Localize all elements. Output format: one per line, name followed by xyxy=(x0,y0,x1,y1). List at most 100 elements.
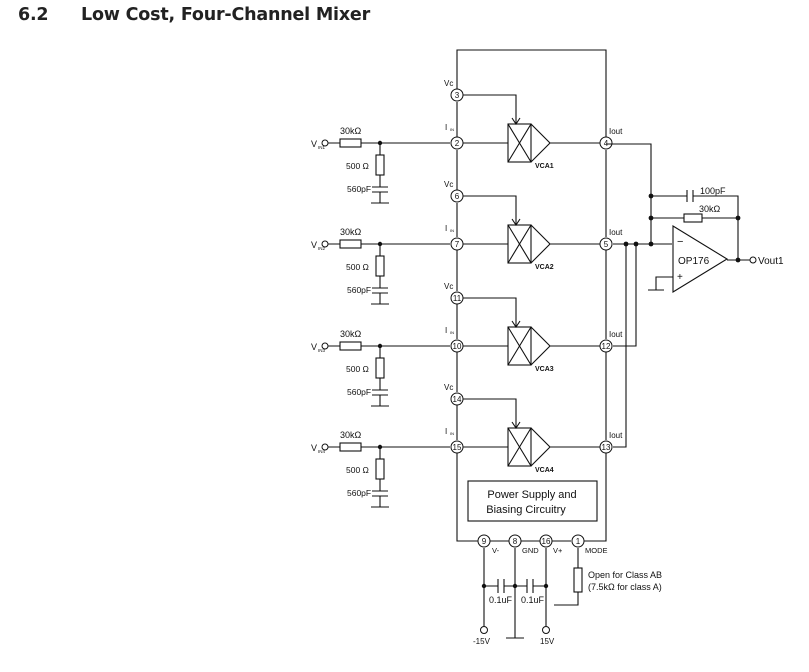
iin-label: I xyxy=(445,123,447,132)
power-block-line1: Power Supply and xyxy=(487,489,576,501)
vca-box xyxy=(507,123,532,163)
junction-dot xyxy=(481,583,487,589)
shunt-resistor-label: 500 Ω xyxy=(346,161,369,171)
vc-pin-number: 6 xyxy=(455,192,460,201)
vca-cross xyxy=(507,326,532,366)
section-title: Low Cost, Four-Channel Mixer xyxy=(81,5,371,25)
junction-dot xyxy=(648,215,654,221)
input-resistor xyxy=(339,341,362,351)
bus-wire-4 xyxy=(613,244,627,448)
opamp-name: OP176 xyxy=(678,256,710,267)
bottom-pin-number: 9 xyxy=(482,537,487,546)
pos-supply-terminal xyxy=(542,626,550,634)
input-resistor xyxy=(339,442,362,452)
shunt-resistor xyxy=(375,255,385,277)
neg-supply-terminal xyxy=(480,626,488,634)
vca-triangle xyxy=(530,427,551,467)
pos-supply-label: 15V xyxy=(540,637,555,646)
bottom-pin xyxy=(539,534,553,548)
section-heading: 6.2 Low Cost, Four-Channel Mixer xyxy=(18,5,370,25)
bottom-pin xyxy=(571,534,585,548)
bottom-pin-label: V- xyxy=(492,546,500,555)
vin-subscript: IN2 xyxy=(318,246,326,251)
vin-subscript: IN3 xyxy=(318,348,326,353)
output-pin-number: 13 xyxy=(602,443,611,452)
power-block-line2: Biasing Circuitry xyxy=(486,504,566,516)
input-resistor-label: 30kΩ xyxy=(340,227,362,237)
vca-triangle xyxy=(530,224,551,264)
opamp-triangle xyxy=(672,225,729,293)
cap2-label: 0.1uF xyxy=(521,595,545,605)
vca-cross xyxy=(507,427,532,467)
vca-label: VCA4 xyxy=(535,467,554,474)
iin-label: I xyxy=(445,224,447,233)
vca-box xyxy=(507,326,532,366)
iout-label: Iout xyxy=(609,127,623,136)
control-wire xyxy=(463,195,517,224)
shunt-resistor xyxy=(375,154,385,176)
input-resistor-label: 30kΩ xyxy=(340,430,362,440)
vin-subscript: IN1 xyxy=(318,145,326,150)
control-wire xyxy=(463,297,517,326)
cap1-label: 0.1uF xyxy=(489,595,513,605)
opamp-ground xyxy=(648,276,673,291)
feedback-cap-wire xyxy=(651,195,739,260)
vca-triangle xyxy=(530,123,551,163)
junction-dot xyxy=(633,241,639,247)
power-supply-block xyxy=(467,480,598,522)
mode-resistor xyxy=(573,567,583,593)
junction-dot xyxy=(735,215,741,221)
input-pin-number: 2 xyxy=(455,139,460,148)
vca-cross xyxy=(507,123,532,163)
left-rail xyxy=(456,102,480,542)
capacitor-label: 560pF xyxy=(347,184,371,194)
vca-label: VCA3 xyxy=(535,366,554,373)
iin-label: I xyxy=(445,326,447,335)
opamp-plus: + xyxy=(677,272,683,283)
shunt-network xyxy=(371,346,389,407)
feedback-capacitor xyxy=(686,190,694,202)
shunt-network xyxy=(371,143,389,204)
vout-terminal xyxy=(749,256,757,264)
bottom-pin-number: 8 xyxy=(513,537,518,546)
iout-label: Iout xyxy=(609,228,623,237)
junction-dot xyxy=(543,583,549,589)
vca-box xyxy=(507,427,532,467)
junction-dot xyxy=(512,583,518,589)
bottom-pin-label: MODE xyxy=(585,546,608,555)
bottom-pin-number: 1 xyxy=(576,537,581,546)
input-pin-number: 15 xyxy=(453,443,462,452)
vca-label: VCA2 xyxy=(535,264,554,271)
iin-subscript: IN xyxy=(450,228,454,233)
top-wire xyxy=(456,49,607,143)
iin-subscript: IN xyxy=(450,127,454,132)
section-number: 6.2 xyxy=(18,5,49,25)
vin-label: V xyxy=(311,342,317,352)
vout-label: Vout1 xyxy=(758,256,784,267)
vca-cross xyxy=(507,224,532,264)
decoupling-capacitors xyxy=(497,579,534,593)
vc-pin-number: 11 xyxy=(453,294,462,303)
vca-label: VCA1 xyxy=(535,163,554,170)
iout-label: Iout xyxy=(609,330,623,339)
junction-dot xyxy=(648,193,654,199)
control-wire xyxy=(463,94,517,123)
shunt-resistor-label: 500 Ω xyxy=(346,465,369,475)
vin-label: V xyxy=(311,240,317,250)
bottom-pin xyxy=(508,534,522,548)
input-resistor-label: 30kΩ xyxy=(340,329,362,339)
junction-dot xyxy=(623,241,629,247)
vin-label: V xyxy=(311,139,317,149)
bottom-pin-number: 16 xyxy=(542,537,551,546)
output-pin-number: 5 xyxy=(604,240,609,249)
vc-pin-number: 14 xyxy=(453,395,462,404)
iin-subscript: IN xyxy=(450,431,454,436)
control-wire xyxy=(463,398,517,427)
vin-subscript: IN4 xyxy=(318,449,326,454)
shunt-resistor-label: 500 Ω xyxy=(346,364,369,374)
input-pin-number: 10 xyxy=(453,342,462,351)
